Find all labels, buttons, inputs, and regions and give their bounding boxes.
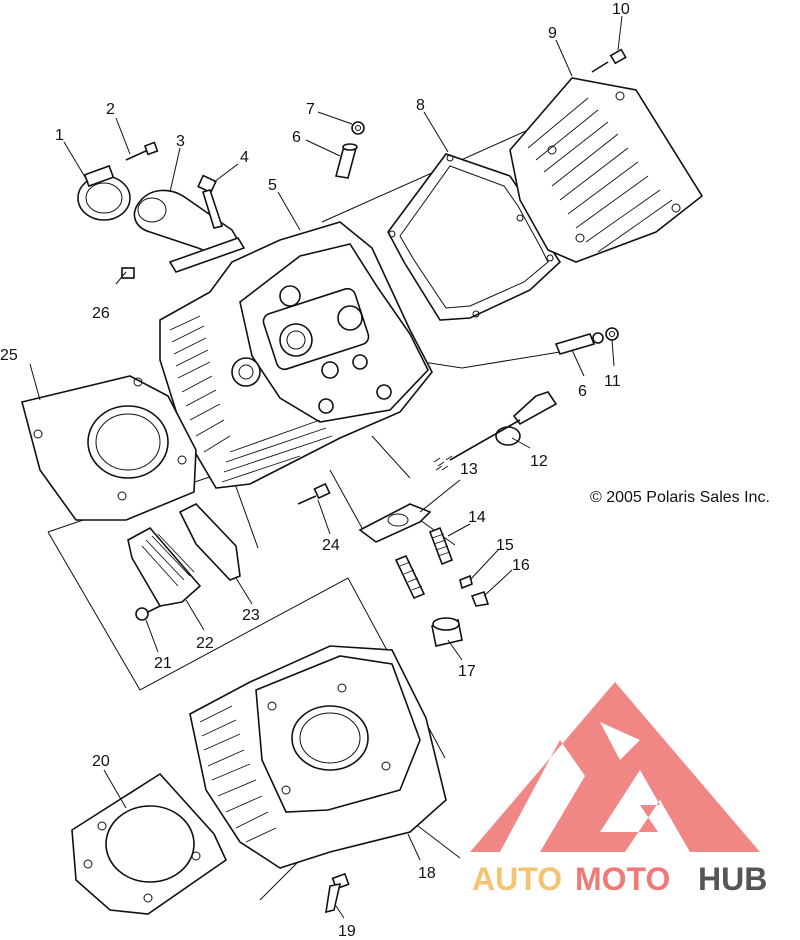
copyright-notice: © 2005 Polaris Sales Inc.: [590, 489, 770, 506]
callout-25: 25: [0, 347, 18, 364]
part-23-gasket: [178, 503, 241, 581]
logo-triangle-mark: [470, 682, 760, 852]
callout-labels: 1 2 3 4 5 6 7 8 9 10 6 11 12 13 14 15 16…: [0, 1, 630, 940]
callout-3: 3: [176, 133, 185, 150]
callout-13: 13: [460, 461, 478, 478]
valve-spring: [394, 554, 426, 600]
part-17-dowel: [431, 617, 463, 647]
part-26-dowel: [121, 267, 135, 279]
callout-14: 14: [468, 509, 486, 526]
callout-22: 22: [196, 635, 214, 652]
part-14-spring: [428, 526, 454, 566]
watermark-hub: HUB: [698, 861, 767, 897]
watermark-moto: MOTO: [575, 861, 670, 897]
watermark-auto: AUTO: [472, 861, 562, 897]
callout-5: 5: [268, 177, 277, 194]
callout-20: 20: [92, 753, 110, 770]
callout-15: 15: [496, 537, 514, 554]
part-12-valve: [433, 391, 558, 471]
callout-24: 24: [322, 537, 340, 554]
callout-17: 17: [458, 663, 476, 680]
part-4-bolt: [197, 174, 224, 229]
part-13-gasket: [358, 503, 432, 543]
watermark-logo: AUTO MOTO HUB: [470, 682, 767, 897]
callout-11: 11: [604, 373, 621, 390]
callout-19: 19: [338, 923, 356, 940]
callout-10: 10: [612, 1, 630, 18]
callout-23: 23: [242, 607, 260, 624]
part-18-cylinder: [189, 645, 447, 869]
part-3-intake-boot: [133, 189, 246, 273]
part-22-cover-plate: [127, 526, 202, 607]
callout-16: 16: [512, 557, 530, 574]
part-9-valve-cover: [509, 77, 704, 263]
part-7-nut: [351, 121, 365, 135]
callout-8: 8: [416, 97, 425, 114]
callout-2: 2: [106, 101, 115, 118]
callout-6-upper: 6: [292, 129, 301, 146]
part-11-nut: [592, 327, 619, 344]
part-24-bolt: [297, 482, 331, 505]
part-10-cover-bolt: [591, 48, 627, 73]
part-8-valve-cover-gasket: [387, 153, 562, 321]
callout-26: 26: [92, 305, 110, 322]
callout-12: 12: [530, 453, 548, 470]
part-19-bolt: [325, 872, 350, 914]
part-20-base-gasket: [71, 772, 228, 915]
part-1-hose-clamp: [77, 164, 131, 221]
callout-18: 18: [418, 865, 436, 882]
part-6-dowel-pin-lower: [554, 333, 596, 355]
callout-4: 4: [240, 149, 249, 166]
part-2-clamp-screw: [125, 141, 159, 161]
part-6-dowel-pin-upper: [335, 143, 358, 179]
part-5-cylinder-head: [159, 221, 433, 489]
callout-21: 21: [154, 655, 172, 672]
part-25-head-gasket: [21, 375, 197, 521]
callout-9: 9: [548, 25, 557, 42]
part-15-retainer: [459, 574, 473, 590]
callout-1: 1: [55, 127, 64, 144]
callout-7: 7: [306, 101, 315, 118]
callout-leaders: [29, 15, 623, 919]
callout-6-lower: 6: [578, 383, 587, 400]
